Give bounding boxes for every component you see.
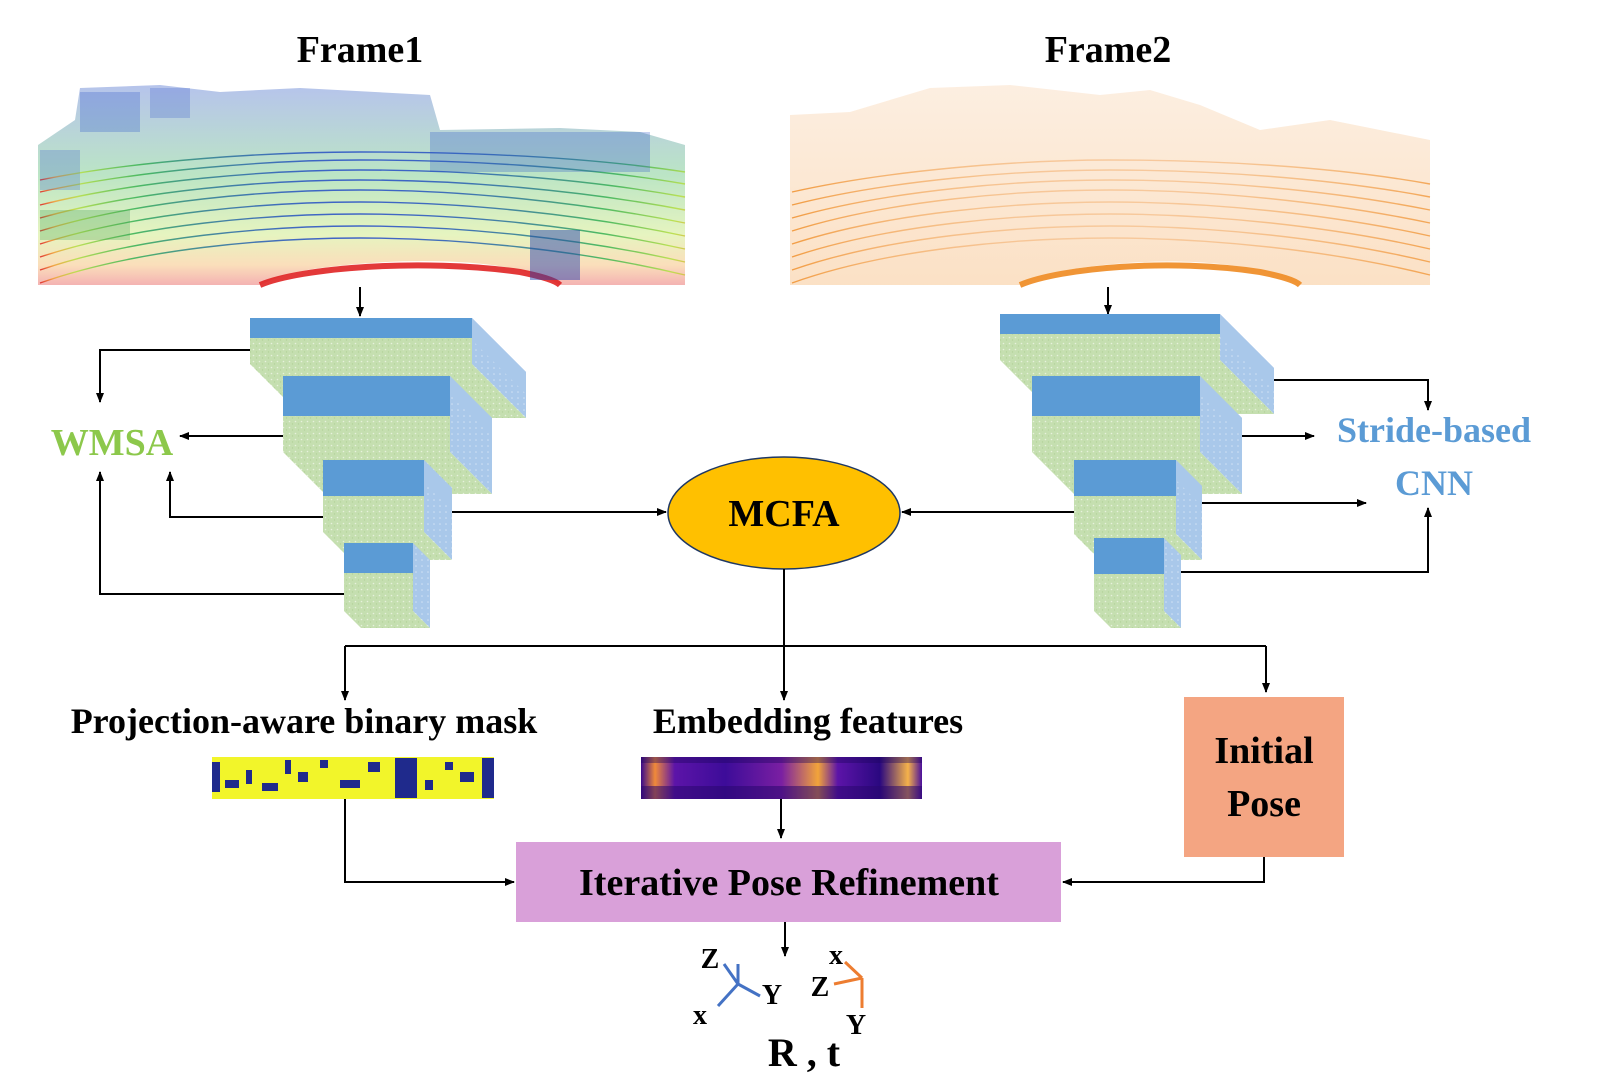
axis-left-y: Y	[762, 980, 782, 1011]
frame1-encoder-pyramid	[250, 318, 526, 628]
initial-pose-label-line2: Pose	[1227, 783, 1301, 825]
frame2-point-cloud	[790, 85, 1431, 288]
embedding-features-label: Embedding features	[653, 701, 963, 741]
axis-left-z: Z	[701, 944, 720, 975]
axis-right-x: x	[829, 940, 843, 971]
axis-right-y: Y	[846, 1010, 866, 1041]
binary-mask-label: Projection-aware binary mask	[71, 701, 538, 741]
frame1-point-cloud	[38, 85, 686, 288]
result-label: R , t	[768, 1030, 841, 1075]
binary-mask-image	[212, 757, 494, 799]
stride-cnn-label-line2: CNN	[1395, 463, 1473, 503]
iterative-pose-refinement-label: Iterative Pose Refinement	[579, 862, 999, 904]
wmsa-label: WMSA	[51, 422, 174, 464]
rotation-axes-left-icon	[716, 963, 761, 1008]
embedding-features-image	[641, 757, 922, 799]
initial-pose-label-line1: Initial	[1214, 730, 1313, 772]
stride-cnn-label-line1: Stride-based	[1337, 410, 1531, 450]
frame1-title: Frame1	[297, 29, 424, 71]
mcfa-label: MCFA	[728, 493, 840, 535]
iterative-pose-refinement-box	[516, 842, 1061, 922]
frame2-encoder-pyramid	[1000, 314, 1274, 628]
frame2-title: Frame2	[1045, 29, 1172, 71]
translation-axes-right-icon	[833, 960, 864, 1008]
initial-pose-box	[1184, 697, 1344, 857]
axis-right-z: Z	[811, 972, 830, 1003]
axis-left-x: x	[693, 1000, 707, 1031]
